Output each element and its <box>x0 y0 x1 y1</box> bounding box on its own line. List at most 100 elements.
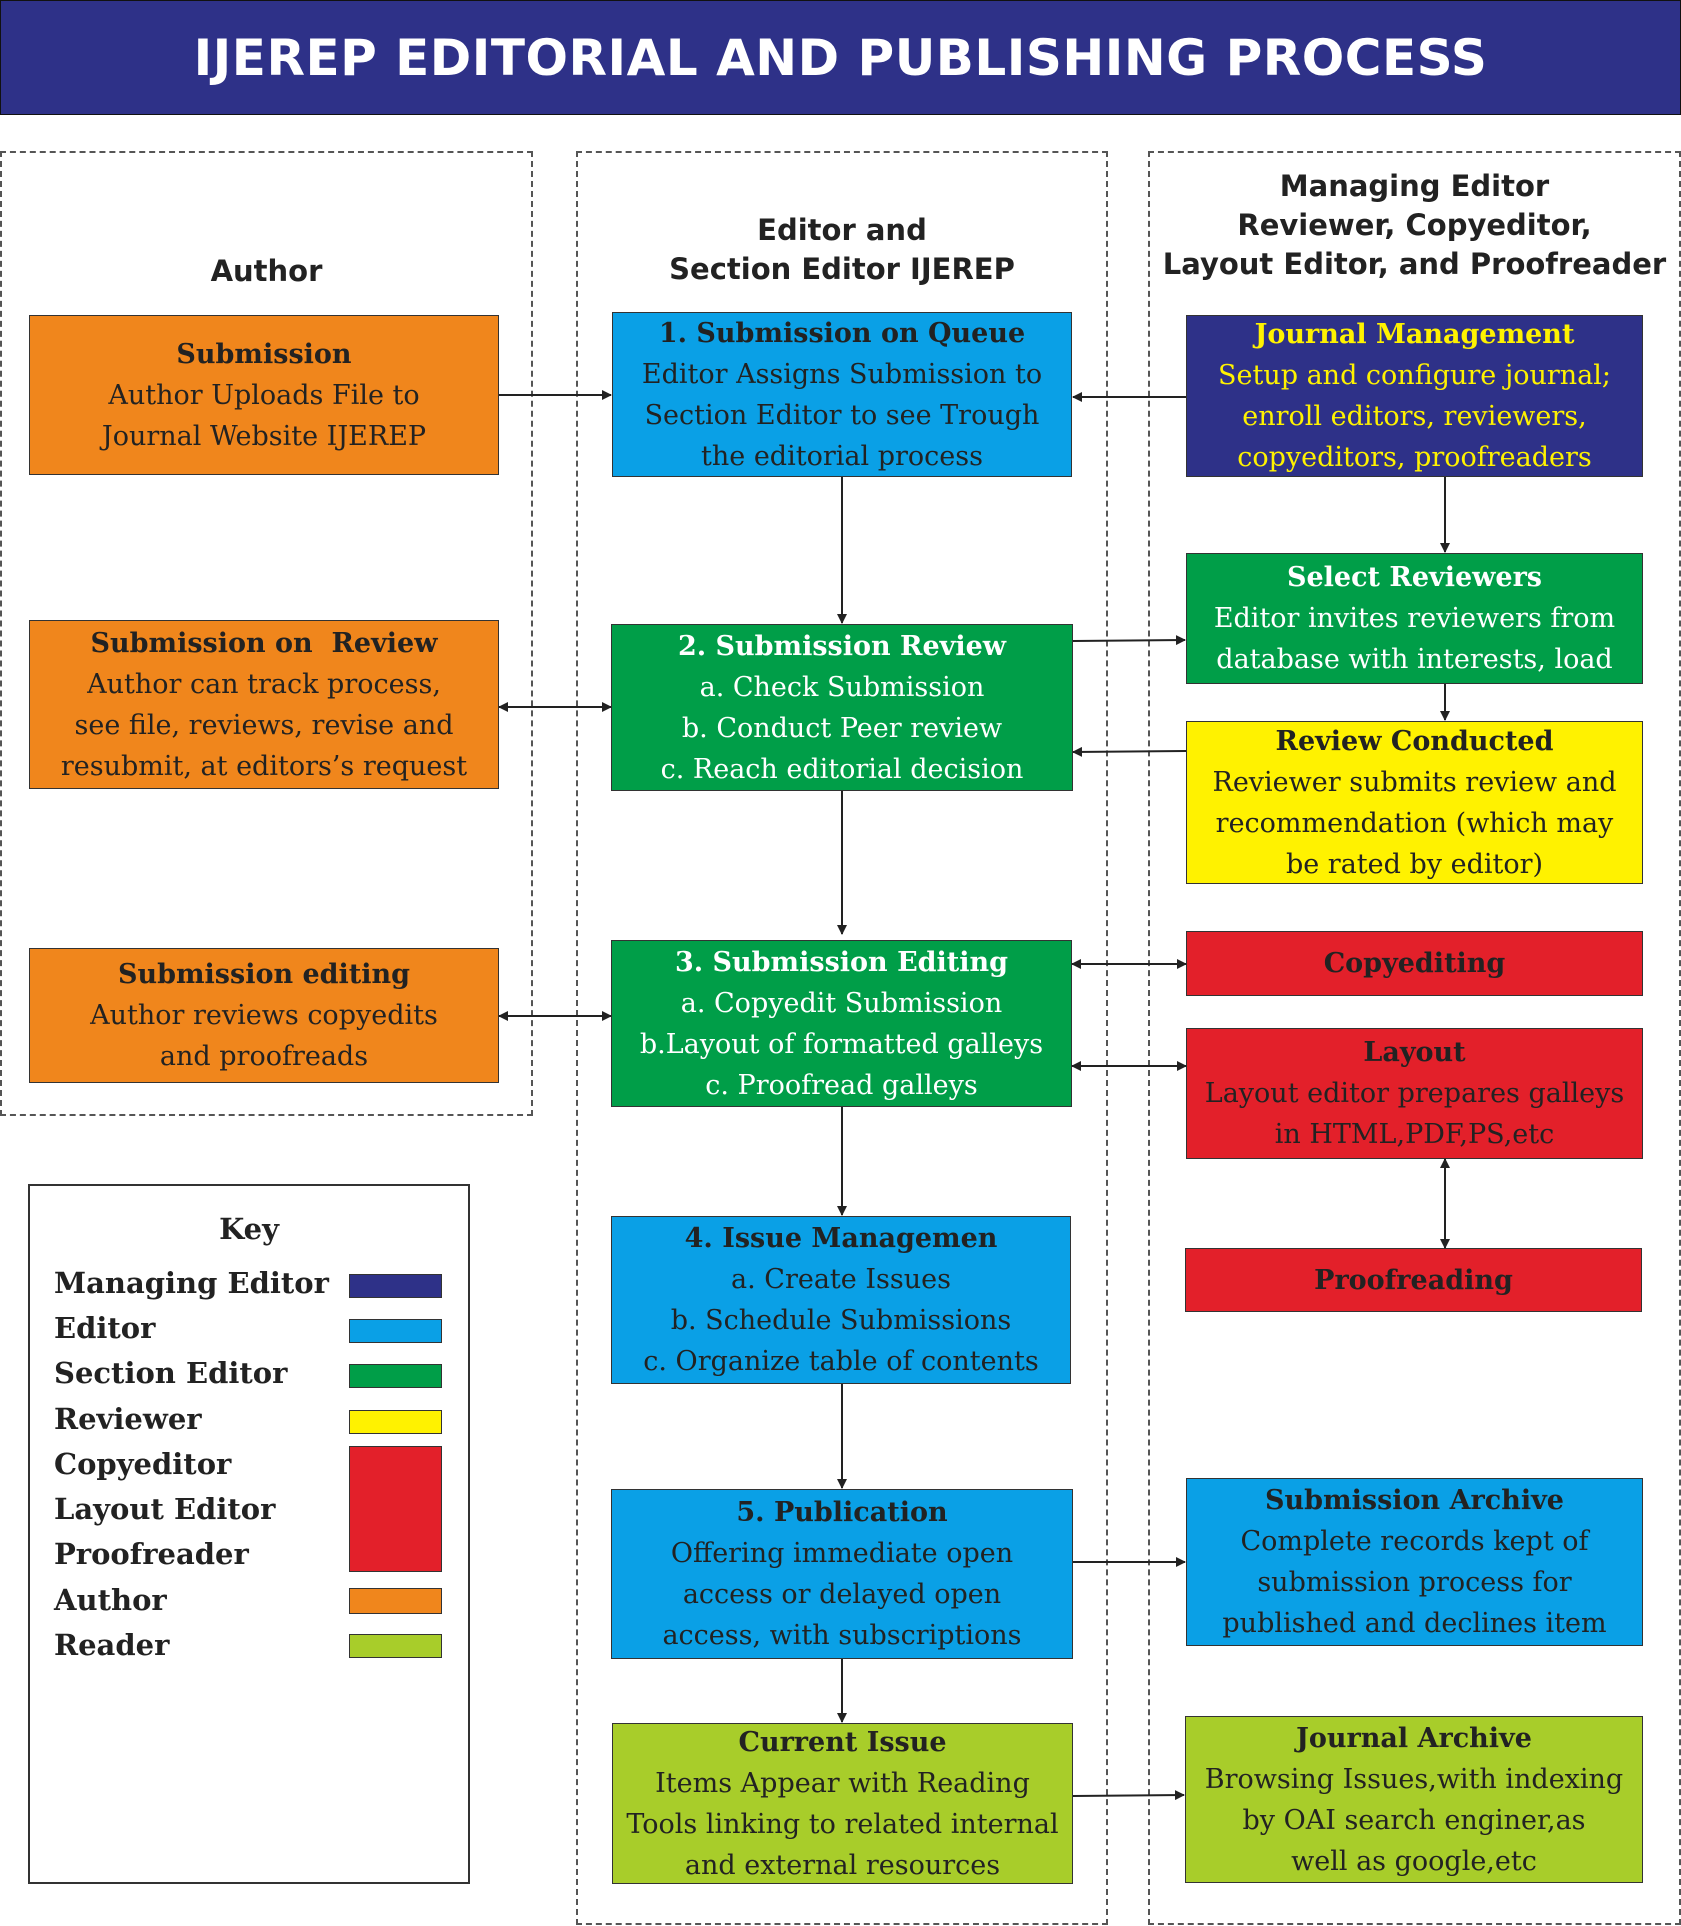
box-line: Items Appear with Reading <box>655 1767 1030 1799</box>
author-editing-box: Submission editing Author reviews copyed… <box>29 948 499 1083</box>
box-line: in HTML,PDF,PS,etc <box>1274 1119 1555 1150</box>
submission-queue-box: 1. Submission on Queue Editor Assigns Su… <box>612 312 1072 477</box>
box-line: Layout editor prepares galleys <box>1204 1078 1625 1109</box>
box-line: Author can track process, <box>87 668 441 700</box>
box-line: Offering immediate open <box>670 1538 1014 1569</box>
box-title: 4. Issue Managemen <box>684 1223 998 1254</box>
legend-label-copyeditor: Copyeditor <box>54 1447 232 1481</box>
review-conducted-box: Review Conducted Reviewer submits review… <box>1186 721 1643 884</box>
box-line: resubmit, at editors’s request <box>60 750 468 782</box>
legend-label-section-editor: Section Editor <box>54 1356 288 1390</box>
box-title: Journal Archive <box>1296 1722 1532 1754</box>
box-line: be rated by editor) <box>1285 848 1544 880</box>
box-title: 5. Publication <box>736 1497 948 1528</box>
legend-swatch-reader <box>349 1634 442 1658</box>
editor-column-title: Editor and Section Editor IJEREP <box>576 211 1108 289</box>
box-line: the editorial process <box>701 440 983 472</box>
box-title: Journal Management <box>1254 319 1575 350</box>
box-title: 2. Submission Review <box>677 630 1007 662</box>
editor-title-line: Section Editor IJEREP <box>669 252 1015 286</box>
box-line: and proofreads <box>159 1041 369 1072</box>
submission-archive-box: Submission Archive Complete records kept… <box>1186 1478 1643 1646</box>
box-line: a. Create Issues <box>731 1264 951 1295</box>
box-line: Reviewer submits review and <box>1212 766 1617 798</box>
editor-title-line: Editor and <box>757 213 927 247</box>
box-line: see file, reviews, revise and <box>74 709 454 741</box>
box-title: Submission Archive <box>1265 1485 1564 1516</box>
box-line: c. Reach editorial decision <box>660 753 1024 785</box>
managing-column-title: Managing Editor Reviewer, Copyeditor, La… <box>1148 167 1681 284</box>
box-line: b. Conduct Peer review <box>681 712 1003 744</box>
managing-title-line: Reviewer, Copyeditor, <box>1237 208 1592 242</box>
box-line: published and declines item <box>1222 1608 1607 1639</box>
issue-management-box: 4. Issue Managemen a. Create Issues b. S… <box>611 1216 1071 1384</box>
author-column-title-text: Author <box>210 254 323 288</box>
box-line: and external resources <box>684 1849 1001 1881</box>
box-line: enroll editors, reviewers, <box>1242 401 1587 432</box>
legend-swatch-author <box>349 1588 442 1614</box>
legend-swatch-red-roles <box>349 1446 442 1572</box>
box-line: by OAI search enginer,as <box>1242 1804 1586 1836</box>
box-line: Complete records kept of <box>1240 1526 1589 1557</box>
box-line: copyeditors, proofreaders <box>1237 442 1592 473</box>
legend-title: Key <box>219 1212 279 1246</box>
legend-swatch-section-editor <box>349 1364 442 1388</box>
box-line: Journal Website IJEREP <box>101 420 427 452</box>
box-line: well as google,etc <box>1291 1845 1537 1877</box>
box-line: c. Proofread galleys <box>705 1069 978 1101</box>
box-title: Review Conducted <box>1275 725 1554 757</box>
box-title: 1. Submission on Queue <box>658 317 1026 349</box>
box-title: Select Reviewers <box>1286 562 1542 593</box>
legend-label-managing-editor: Managing Editor <box>54 1266 329 1300</box>
box-line: database with interests, load <box>1216 644 1613 675</box>
proofreading-box: Proofreading <box>1185 1248 1642 1312</box>
author-review-box: Submission on Review Author can track pr… <box>29 620 499 789</box>
box-line: Author reviews copyedits <box>90 1000 438 1031</box>
legend-label-layout-editor: Layout Editor <box>54 1492 276 1526</box>
box-title: Proofreading <box>1314 1264 1513 1296</box>
box-title: Submission editing <box>117 959 411 990</box>
box-title: Submission <box>176 338 352 370</box>
legend-swatch-editor <box>349 1319 442 1343</box>
journal-archive-box: Journal Archive Browsing Issues,with ind… <box>1185 1716 1643 1883</box>
box-line: Browsing Issues,with indexing <box>1204 1763 1624 1795</box>
box-line: recommendation (which may <box>1215 807 1614 839</box>
current-issue-box: Current Issue Items Appear with Reading … <box>612 1723 1073 1884</box>
box-line: Editor invites reviewers from <box>1213 603 1616 634</box>
managing-title-line: Managing Editor <box>1279 169 1550 203</box>
select-reviewers-box: Select Reviewers Editor invites reviewer… <box>1186 553 1643 684</box>
box-line: access or delayed open <box>682 1579 1002 1610</box>
box-title: 3. Submission Editing <box>674 946 1009 978</box>
box-title: Layout <box>1363 1037 1466 1068</box>
box-title: Current Issue <box>738 1726 947 1758</box>
submission-editing-box: 3. Submission Editing a. Copyedit Submis… <box>611 940 1072 1107</box>
box-line: Author Uploads File to <box>108 379 420 411</box>
layout-box: Layout Layout editor prepares galleys in… <box>1186 1028 1643 1159</box>
journal-management-box: Journal Management Setup and configure j… <box>1186 315 1643 477</box>
publication-box: 5. Publication Offering immediate open a… <box>611 1489 1073 1659</box>
box-line: b. Schedule Submissions <box>670 1305 1012 1336</box>
box-title: Submission on Review <box>90 627 438 659</box>
legend-label-reader: Reader <box>54 1628 170 1662</box>
box-line: a. Copyedit Submission <box>680 987 1003 1019</box>
legend-label-proofreader: Proofreader <box>54 1537 249 1571</box>
box-line: b.Layout of formatted galleys <box>639 1028 1044 1060</box>
box-line: c. Organize table of contents <box>643 1346 1039 1377</box>
legend-label-editor: Editor <box>54 1311 156 1345</box>
managing-title-line: Layout Editor, and Proofreader <box>1162 247 1667 281</box>
box-line: access, with subscriptions <box>662 1620 1022 1651</box>
legend-label-author: Author <box>54 1583 167 1617</box>
box-line: Section Editor to see Trough <box>644 399 1040 431</box>
editor-column <box>576 151 1108 1925</box>
page-title-banner: IJEREP EDITORIAL AND PUBLISHING PROCESS <box>0 0 1681 115</box>
page-title: IJEREP EDITORIAL AND PUBLISHING PROCESS <box>193 28 1488 87</box>
author-submission-box: Submission Author Uploads File to Journa… <box>29 315 499 475</box>
legend-label-reviewer: Reviewer <box>54 1402 202 1436</box>
legend-swatch-managing-editor <box>349 1274 442 1298</box>
box-line: Editor Assigns Submission to <box>641 358 1043 390</box>
legend-swatch-reviewer <box>349 1410 442 1434</box>
box-line: a. Check Submission <box>699 671 985 703</box>
box-line: Tools linking to related internal <box>626 1808 1059 1840</box>
copyediting-box: Copyediting <box>1186 931 1643 996</box>
managing-column <box>1148 151 1681 1925</box>
